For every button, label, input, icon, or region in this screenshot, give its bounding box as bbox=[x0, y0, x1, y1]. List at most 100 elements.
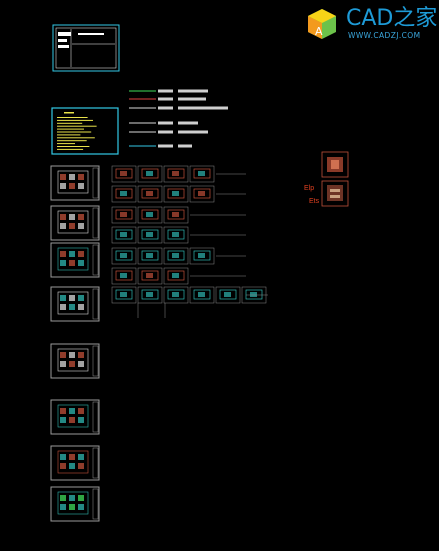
detail-frame bbox=[111, 247, 137, 265]
elevation-label-2: Ets bbox=[309, 198, 320, 205]
plan-room bbox=[69, 361, 75, 367]
design-notes-sheet[interactable] bbox=[51, 107, 119, 155]
note-line bbox=[57, 125, 97, 127]
note-line bbox=[57, 146, 90, 147]
plan-room bbox=[60, 223, 66, 229]
plan-room bbox=[60, 260, 66, 266]
plan-room bbox=[69, 214, 75, 220]
detail-fill bbox=[120, 232, 127, 237]
detail-frame bbox=[137, 206, 163, 224]
detail-frame bbox=[189, 247, 215, 265]
sheet-titleblock bbox=[92, 401, 99, 433]
detail-frame bbox=[111, 185, 137, 203]
plan-room bbox=[69, 174, 75, 180]
detail-frame bbox=[163, 286, 189, 304]
detail-drawing bbox=[193, 188, 211, 199]
floor-plan-outline bbox=[57, 491, 89, 515]
detail-fill bbox=[172, 253, 179, 258]
plan-room bbox=[69, 463, 75, 469]
detail-frame bbox=[111, 286, 137, 304]
plan-room bbox=[78, 174, 84, 180]
detail-fill bbox=[120, 292, 127, 297]
floor-plan-outline bbox=[57, 210, 89, 234]
detail-fill bbox=[120, 212, 127, 217]
note-line bbox=[57, 122, 83, 124]
legend-label bbox=[158, 121, 173, 125]
note-line bbox=[57, 128, 84, 130]
detail-frame bbox=[137, 286, 163, 304]
sheet-titleblock bbox=[92, 288, 99, 320]
sheet-titleblock bbox=[92, 244, 99, 276]
detail-fill bbox=[120, 253, 127, 258]
detail-frame bbox=[189, 185, 215, 203]
note-line bbox=[57, 134, 81, 136]
detail-frame bbox=[137, 165, 163, 183]
sheet-frame bbox=[50, 165, 100, 201]
plan-room bbox=[60, 304, 66, 310]
plan-room bbox=[78, 295, 84, 301]
plan-room bbox=[60, 352, 66, 358]
detail-fill bbox=[198, 171, 205, 176]
detail-drawing bbox=[115, 270, 133, 281]
legend-label bbox=[158, 144, 173, 148]
sheet-frame bbox=[50, 242, 100, 278]
sheet-frame bbox=[50, 445, 100, 481]
detail-drawing bbox=[115, 229, 133, 240]
plan-room bbox=[78, 454, 84, 460]
detail-fill bbox=[198, 292, 205, 297]
detail-frame bbox=[111, 165, 137, 183]
detail-fill bbox=[250, 292, 257, 297]
detail-fill bbox=[120, 171, 127, 176]
legend-desc bbox=[178, 144, 192, 148]
sheet-titleblock bbox=[92, 207, 99, 239]
detail-thumbnails-grid[interactable] bbox=[111, 165, 268, 318]
plan-room bbox=[78, 223, 84, 229]
detail-drawing bbox=[141, 188, 159, 199]
floor-plan-outline bbox=[57, 170, 89, 194]
plan-room bbox=[78, 361, 84, 367]
detail-fill bbox=[120, 191, 127, 196]
plan-room bbox=[69, 295, 75, 301]
plan-room bbox=[78, 463, 84, 469]
detail-frame bbox=[137, 267, 163, 285]
note-line bbox=[57, 131, 92, 133]
sheet-frame bbox=[50, 399, 100, 435]
brand-text: CAD之家 bbox=[346, 6, 438, 31]
note-line bbox=[57, 148, 84, 150]
sheet-frame bbox=[50, 286, 100, 322]
detail-fill bbox=[146, 253, 153, 258]
detail-fill bbox=[146, 232, 153, 237]
plan-room bbox=[78, 408, 84, 414]
detail-drawing bbox=[245, 289, 263, 300]
plan-room bbox=[60, 454, 66, 460]
plan-room bbox=[60, 408, 66, 414]
detail-drawing bbox=[167, 209, 185, 220]
elevation-details[interactable] bbox=[321, 151, 349, 207]
detail-drawing bbox=[115, 168, 133, 179]
detail-drawing bbox=[115, 289, 133, 300]
detail-drawing bbox=[167, 229, 185, 240]
plan-room bbox=[60, 504, 66, 510]
detail-frame bbox=[111, 226, 137, 244]
detail-frame bbox=[189, 165, 215, 183]
plan-room bbox=[69, 304, 75, 310]
plan-room bbox=[78, 214, 84, 220]
detail-drawing bbox=[193, 168, 211, 179]
detail-drawing bbox=[167, 168, 185, 179]
plan-room bbox=[78, 183, 84, 189]
sheet-titleblock bbox=[92, 345, 99, 377]
floor-plan-outline bbox=[57, 291, 89, 315]
plan-room bbox=[69, 417, 75, 423]
plan-room bbox=[78, 352, 84, 358]
plan-room bbox=[60, 463, 66, 469]
legend-label bbox=[158, 97, 173, 101]
detail-drawing bbox=[141, 250, 159, 261]
legend-desc bbox=[178, 106, 228, 110]
title-sheet[interactable] bbox=[52, 24, 120, 72]
plan-room bbox=[60, 295, 66, 301]
plan-sheets-column[interactable] bbox=[50, 165, 100, 522]
detail-frame bbox=[137, 185, 163, 203]
sheet-titleblock bbox=[92, 447, 99, 479]
detail-frame bbox=[163, 165, 189, 183]
